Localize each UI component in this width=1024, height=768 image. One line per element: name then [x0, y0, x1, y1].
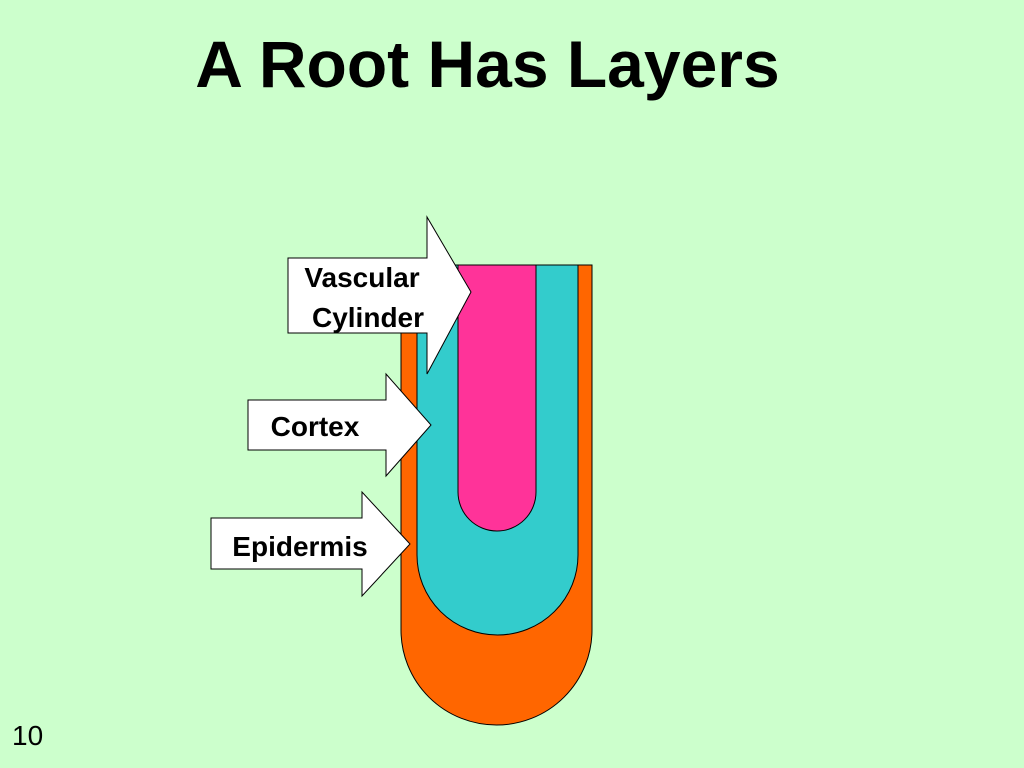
slide-title: A Root Has Layers [195, 27, 780, 101]
page-number: 10 [12, 720, 44, 751]
cortex-callout: Cortex [247, 372, 432, 478]
vascular-cylinder-layer [457, 264, 537, 532]
cortex-arrow [247, 372, 432, 478]
vascular-cylinder-label-line1: Vascular [304, 262, 419, 293]
epidermis-label: Epidermis [232, 531, 367, 562]
cortex-label: Cortex [271, 411, 360, 442]
epidermis-arrow [210, 490, 411, 598]
epidermis-callout: Epidermis [210, 490, 411, 598]
vascular-cylinder-callout: Vascular Cylinder [287, 215, 472, 375]
vascular-cylinder-arrow [287, 215, 472, 375]
vascular-cylinder-label-line2: Cylinder [312, 302, 424, 333]
